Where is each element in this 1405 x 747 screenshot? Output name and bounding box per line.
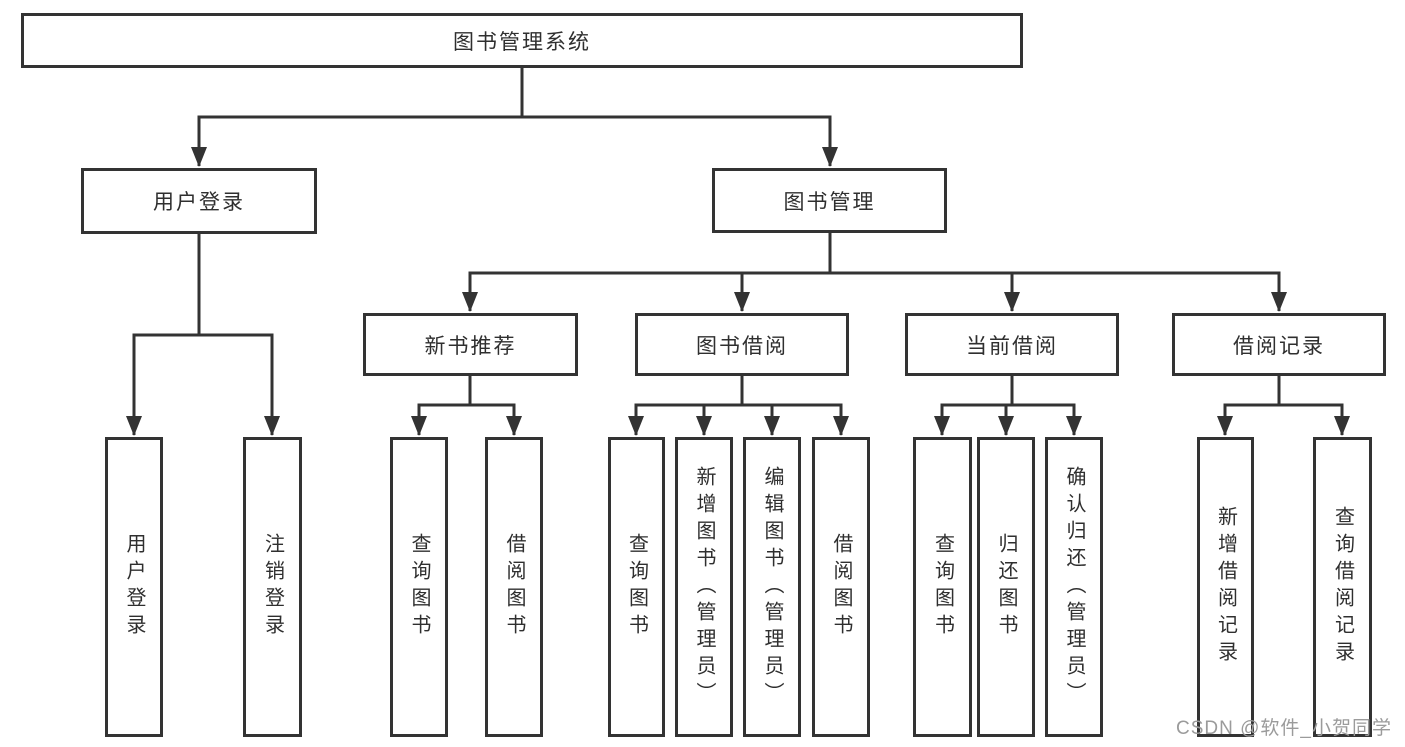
leaf-query-books-borrow: 查询图书: [608, 437, 665, 737]
node-user-login: 用户登录: [81, 168, 317, 234]
leaf-add-book-admin: 新增图书（管理员）: [675, 437, 733, 737]
leaf-query-books-current: 查询图书: [913, 437, 972, 737]
leaf-edit-book-admin: 编辑图书（管理员）: [743, 437, 801, 737]
leaf-confirm-return-admin: 确认归还（管理员）: [1045, 437, 1103, 737]
node-current-borrow: 当前借阅: [905, 313, 1119, 376]
leaf-borrow-books-recommend: 借阅图书: [485, 437, 543, 737]
node-borrow-records: 借阅记录: [1172, 313, 1386, 376]
leaf-add-borrow-record: 新增借阅记录: [1197, 437, 1254, 737]
node-book-borrow: 图书借阅: [635, 313, 849, 376]
watermark: CSDN @软件_小贺同学: [1176, 718, 1392, 739]
node-root: 图书管理系统: [21, 13, 1023, 68]
node-new-book-recommend: 新书推荐: [363, 313, 578, 376]
leaf-borrow-books: 借阅图书: [812, 437, 870, 737]
leaf-query-borrow-record: 查询借阅记录: [1313, 437, 1372, 737]
leaf-user-login: 用户登录: [105, 437, 163, 737]
leaf-query-books-recommend: 查询图书: [390, 437, 448, 737]
leaf-logout: 注销登录: [243, 437, 302, 737]
node-book-management: 图书管理: [712, 168, 947, 233]
leaf-return-book: 归还图书: [977, 437, 1035, 737]
